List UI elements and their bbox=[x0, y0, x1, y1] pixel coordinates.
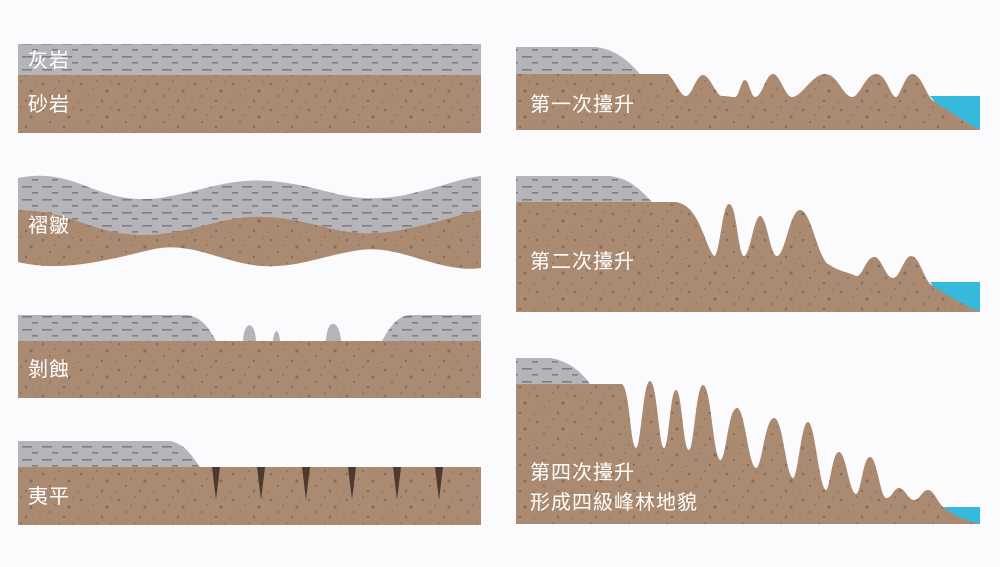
label-folding: 褶皺 bbox=[28, 213, 70, 237]
water bbox=[944, 507, 980, 524]
panel-uplift-2 bbox=[516, 176, 980, 312]
label-erosion: 剝蝕 bbox=[28, 357, 70, 381]
joint-crack bbox=[348, 467, 356, 500]
joint-crack bbox=[393, 467, 401, 500]
limestone-remnant bbox=[243, 325, 256, 341]
joint-crack bbox=[212, 467, 220, 500]
water bbox=[930, 96, 980, 130]
water bbox=[930, 282, 980, 312]
panel-uplift-4 bbox=[516, 358, 980, 524]
limestone-remnant bbox=[273, 331, 280, 341]
panel-initial bbox=[18, 44, 481, 133]
joint-crack bbox=[257, 467, 265, 500]
panel-planation bbox=[18, 441, 481, 525]
label-uplift-2: 第二次擡升 bbox=[530, 249, 635, 273]
panel-uplift-1 bbox=[516, 47, 980, 130]
label-sandstone: 砂岩 bbox=[28, 92, 70, 116]
label-uplift-4: 第四次擡升 bbox=[530, 460, 635, 484]
joint-crack bbox=[302, 467, 310, 500]
label-planation: 夷平 bbox=[28, 484, 70, 508]
label-uplift-1: 第一次擡升 bbox=[530, 92, 635, 116]
panel-erosion bbox=[18, 315, 481, 398]
joint-crack bbox=[435, 467, 443, 500]
panel-folding bbox=[18, 175, 481, 269]
label-limestone: 灰岩 bbox=[28, 48, 70, 72]
label-peak-forest: 形成四級峰林地貌 bbox=[530, 490, 698, 514]
limestone-remnant bbox=[326, 323, 341, 341]
